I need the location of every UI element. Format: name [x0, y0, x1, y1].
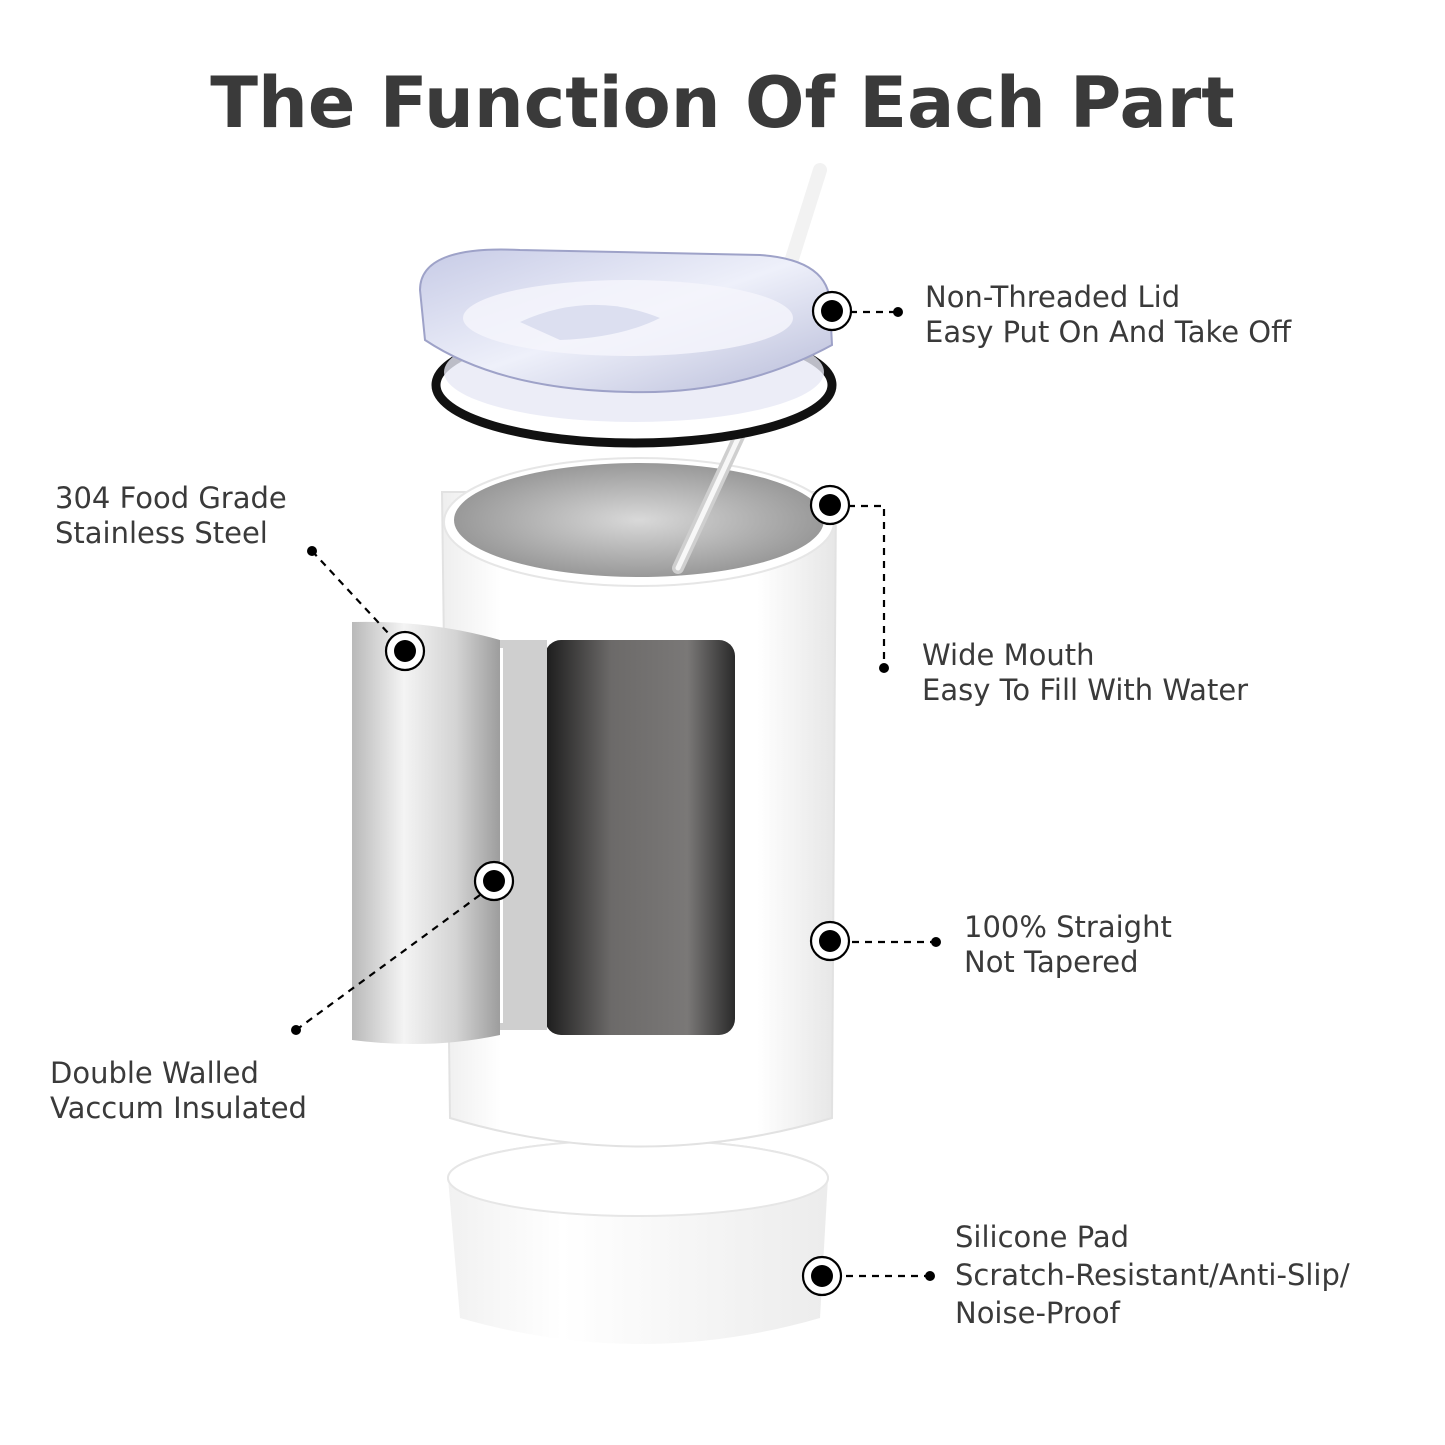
callout-mouth: Wide Mouth Easy To Fill With Water: [922, 638, 1248, 708]
tumbler-body: [440, 457, 838, 1148]
callout-lid: Non-Threaded Lid Easy Put On And Take Of…: [925, 280, 1291, 350]
page-title: The Function Of Each Part: [210, 62, 1235, 144]
callout-pad-line2: Scratch-Resistant/Anti-Slip/: [955, 1258, 1350, 1292]
callout-mouth-line2: Easy To Fill With Water: [922, 673, 1249, 707]
callout-pad-line1: Silicone Pad: [955, 1220, 1130, 1254]
stainless-steel-panel: [352, 621, 500, 1044]
callout-straight: 100% Straight Not Tapered: [964, 910, 1172, 980]
callout-steel: 304 Food Grade Stainless Steel: [55, 481, 287, 551]
callout-mouth-line1: Wide Mouth: [922, 638, 1095, 672]
callout-insulated-line2: Vaccum Insulated: [50, 1091, 307, 1125]
wide-mouth: [454, 463, 824, 577]
marker-pad: [801, 1255, 935, 1297]
leader-lines: [295, 310, 934, 1278]
callout-steel-line2: Stainless Steel: [55, 516, 268, 550]
marker-insulated: [291, 860, 515, 1035]
callout-lid-line2: Easy Put On And Take Off: [925, 315, 1292, 349]
marker-straight: [809, 920, 941, 962]
marker-lid: [811, 290, 903, 332]
inner-wall: [545, 640, 735, 1035]
callout-straight-line1: 100% Straight: [964, 910, 1172, 944]
marker-mouth: [809, 484, 889, 673]
silicone-pad: [447, 1139, 829, 1344]
callout-insulated: Double Walled Vaccum Insulated: [50, 1056, 307, 1126]
callout-pad-line3: Noise-Proof: [955, 1296, 1120, 1330]
callout-straight-line2: Not Tapered: [964, 945, 1139, 979]
lid: [418, 248, 837, 448]
callout-steel-line1: 304 Food Grade: [55, 481, 287, 515]
marker-steel: [307, 546, 426, 672]
callout-pad: Silicone Pad Scratch-Resistant/Anti-Slip…: [955, 1218, 1350, 1332]
callout-insulated-line1: Double Walled: [50, 1056, 259, 1090]
callout-lid-line1: Non-Threaded Lid: [925, 280, 1181, 314]
